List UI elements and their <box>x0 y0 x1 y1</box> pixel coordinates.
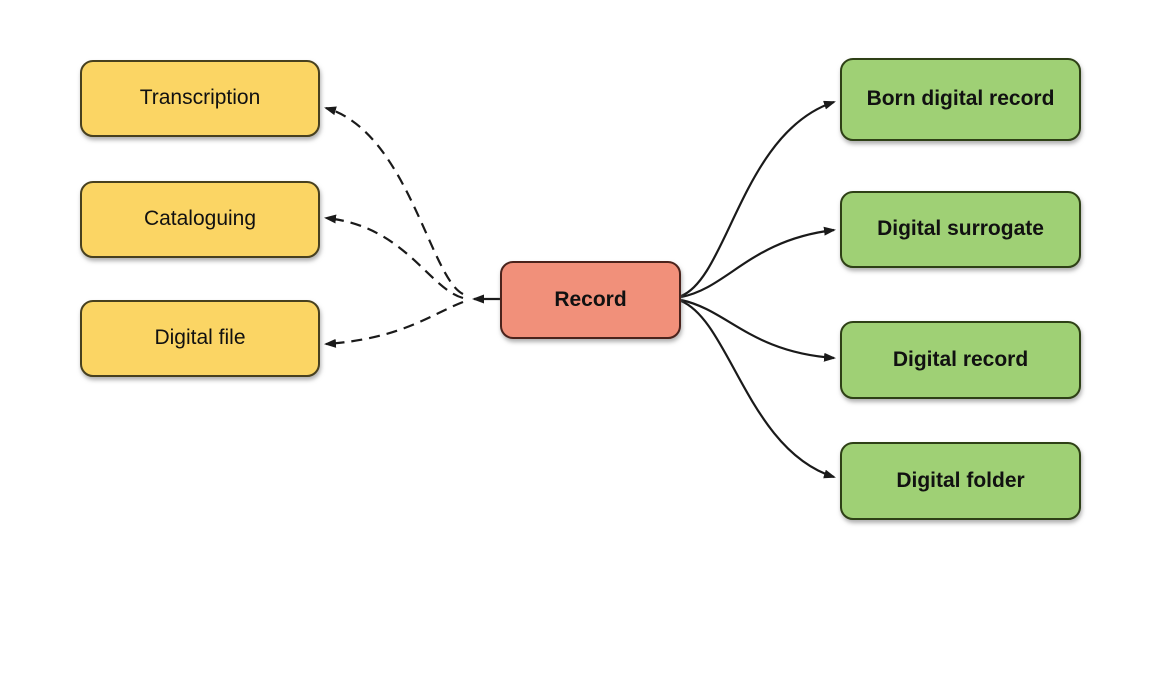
node-digital-record-label: Digital record <box>892 347 1029 371</box>
node-transcription-label: Transcription <box>139 86 261 110</box>
node-record: Record <box>500 261 681 339</box>
edge-record-to-cataloguing <box>324 214 464 300</box>
node-born-digital-record-label: Born digital record <box>866 87 1055 111</box>
edge-record-to-digital-surrogate <box>680 226 836 299</box>
node-cataloguing-label: Cataloguing <box>143 207 257 231</box>
node-digital-surrogate: Digital surrogate <box>840 191 1081 268</box>
node-digital-surrogate-label: Digital surrogate <box>877 217 1044 241</box>
edge-record-to-transcription <box>324 106 464 295</box>
edge-record-to-digital-folder <box>680 299 836 479</box>
node-digital-file-label: Digital file <box>154 326 246 350</box>
node-record-label: Record <box>554 287 627 311</box>
node-born-digital-record: Born digital record <box>840 58 1081 141</box>
node-digital-folder: Digital folder <box>840 442 1081 520</box>
node-cataloguing: Cataloguing <box>80 181 320 258</box>
edge-record-to-born-digital-record <box>680 100 836 298</box>
edge-record-to-digital-record <box>680 298 836 362</box>
node-digital-record: Digital record <box>840 321 1081 399</box>
edge-record-to-digital-file <box>324 300 464 348</box>
node-transcription: Transcription <box>80 60 320 137</box>
node-digital-file: Digital file <box>80 300 320 377</box>
node-digital-folder-label: Digital folder <box>896 468 1025 492</box>
